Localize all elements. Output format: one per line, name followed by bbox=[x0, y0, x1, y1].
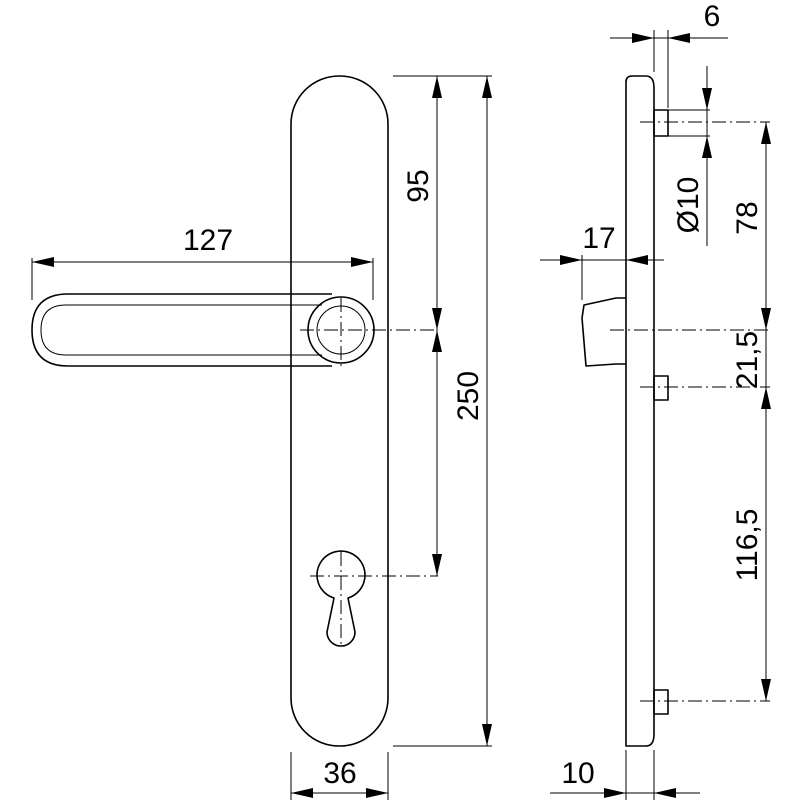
plate-profile bbox=[625, 75, 655, 747]
top-stud bbox=[653, 109, 669, 137]
middle-stud bbox=[653, 375, 669, 401]
lever-neck-profile bbox=[581, 297, 626, 367]
dim-label-plate-width: 36 bbox=[323, 757, 356, 790]
dim-label-stud-to-bottom-stud: 116,5 bbox=[731, 509, 764, 582]
dim-label-plate-length: 250 bbox=[452, 371, 485, 421]
dim-label-lever-to-top: 95 bbox=[402, 169, 435, 202]
dim-label-lever-to-stud: 21,5 bbox=[731, 331, 764, 389]
lever-handle bbox=[31, 293, 332, 367]
dim-label-stud-diameter: Ø10 bbox=[672, 177, 705, 234]
dim-label-stud-length: 6 bbox=[704, 0, 721, 33]
lever-handle-inner bbox=[40, 304, 322, 356]
front-view: 127 95 250 36 bbox=[31, 75, 492, 800]
dim-label-lever-length: 127 bbox=[183, 224, 233, 257]
bottom-stud bbox=[653, 689, 669, 715]
dim-label-stud-to-lever: 78 bbox=[731, 201, 764, 234]
dim-label-plate-depth: 10 bbox=[561, 757, 594, 790]
back-plate bbox=[290, 75, 389, 747]
side-view: 6 Ø10 17 78 21,5 116,5 10 bbox=[540, 0, 771, 800]
dim-label-lever-projection: 17 bbox=[582, 222, 615, 255]
